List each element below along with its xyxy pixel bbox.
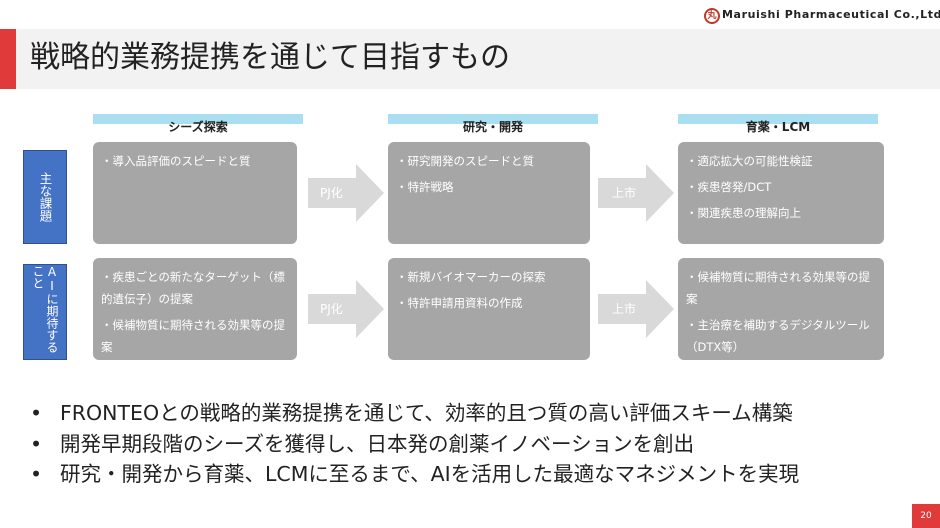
company-name: Maruishi Pharmaceutical Co.,Ltd. bbox=[722, 8, 940, 21]
cell-issues-lcm: ・適応拡大の可能性検証 ・疾患啓発/DCT ・関連疾患の理解向上 bbox=[678, 142, 884, 244]
cell-ai-lcm: ・候補物質に期待される効果等の提案 ・主治療を補助するデジタルツール（DTX等） bbox=[678, 258, 884, 360]
cell-issues-seeds: ・導入品評価のスピードと質 bbox=[93, 142, 297, 244]
column-header-seeds: シーズ探索 bbox=[168, 120, 228, 134]
list-item: ・導入品評価のスピードと質 bbox=[101, 154, 251, 168]
arrow-pj: PJ化 bbox=[308, 280, 384, 338]
list-item: ・疾患啓発/DCT bbox=[686, 180, 772, 194]
bullet-item: FRONTEOとの戦略的業務提携を通じて、効率的且つ質の高い評価スキーム構築 bbox=[30, 398, 799, 429]
summary-bullets: FRONTEOとの戦略的業務提携を通じて、効率的且つ質の高い評価スキーム構築 開… bbox=[30, 398, 799, 490]
arrow-right-icon bbox=[598, 280, 674, 338]
arrow-right-icon bbox=[308, 164, 384, 222]
arrow-right-icon bbox=[308, 280, 384, 338]
row-label-ai-text: AIに期待すること bbox=[31, 265, 59, 353]
cell-ai-rd: ・新規バイオマーカーの探索 ・特許申請用資料の作成 bbox=[388, 258, 590, 360]
row-label-ai: AIに期待すること bbox=[23, 264, 67, 360]
list-item: ・候補物質に期待される効果等の提案 bbox=[686, 270, 870, 306]
title-band bbox=[0, 29, 940, 89]
arrow-label: PJ化 bbox=[320, 186, 343, 200]
slide-title: 戦略的業務提携を通じて目指すもの bbox=[30, 40, 510, 75]
page-number: 20 bbox=[912, 504, 940, 528]
list-item: ・適応拡大の可能性検証 bbox=[686, 154, 813, 168]
cell-issues-rd: ・研究開発のスピードと質 ・特許戦略 bbox=[388, 142, 590, 244]
list-item: ・特許戦略 bbox=[396, 180, 454, 194]
list-item: ・特許申請用資料の作成 bbox=[396, 296, 523, 310]
arrow-pj: PJ化 bbox=[308, 164, 384, 222]
arrow-launch: 上市 bbox=[598, 164, 674, 222]
arrow-label: 上市 bbox=[612, 186, 637, 200]
list-item: ・研究開発のスピードと質 bbox=[396, 154, 534, 168]
bullet-item: 研究・開発から育薬、LCMに至るまで、AIを活用した最適なマネジメントを実現 bbox=[30, 459, 799, 490]
row-label-issues-text: 主な課題 bbox=[37, 172, 53, 222]
arrow-label: 上市 bbox=[612, 302, 637, 316]
list-item: ・関連疾患の理解向上 bbox=[686, 206, 801, 220]
arrow-label: PJ化 bbox=[320, 302, 343, 316]
column-header-bar-lcm bbox=[678, 114, 878, 124]
company-logo-icon: 丸 bbox=[704, 8, 720, 24]
list-item: ・疾患ごとの新たなターゲット（標的遺伝子）の提案 bbox=[101, 270, 285, 306]
column-header-lcm: 育薬・LCM bbox=[745, 120, 811, 134]
column-header-bar-rd bbox=[388, 114, 598, 124]
column-header-rd: 研究・開発 bbox=[462, 120, 523, 134]
list-item: ・候補物質に期待される効果等の提案 bbox=[101, 318, 285, 354]
row-label-issues: 主な課題 bbox=[23, 150, 67, 244]
title-accent-bar bbox=[0, 29, 16, 89]
cell-ai-seeds: ・疾患ごとの新たなターゲット（標的遺伝子）の提案 ・候補物質に期待される効果等の… bbox=[93, 258, 297, 360]
arrow-launch: 上市 bbox=[598, 280, 674, 338]
bullet-item: 開発早期段階のシーズを獲得し、日本発の創薬イノベーションを創出 bbox=[30, 429, 799, 460]
arrow-right-icon bbox=[598, 164, 674, 222]
list-item: ・新規バイオマーカーの探索 bbox=[396, 270, 546, 284]
column-header-bar-seeds bbox=[93, 114, 303, 124]
list-item: ・主治療を補助するデジタルツール（DTX等） bbox=[686, 318, 870, 354]
